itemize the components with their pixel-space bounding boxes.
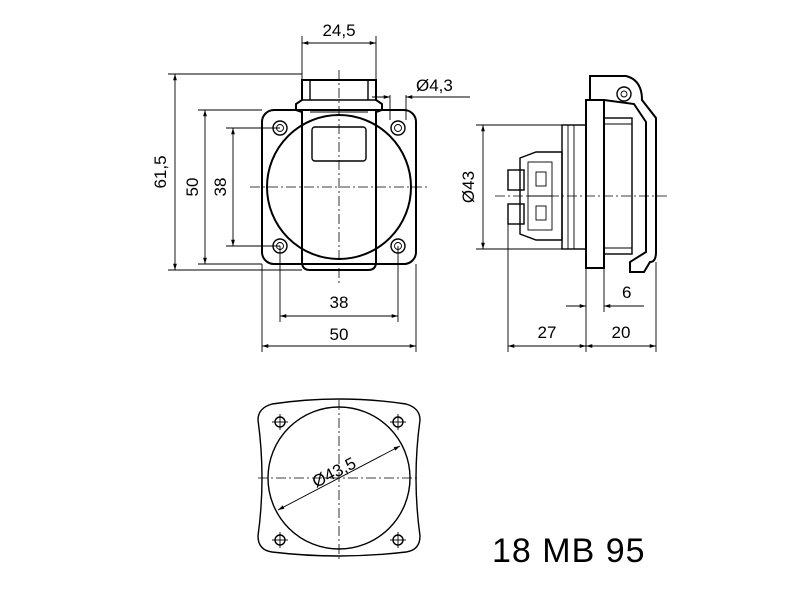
- dim-hole-spacing-vertical: 38: [211, 178, 230, 197]
- dim-flange-thickness: 6: [622, 283, 631, 302]
- cutout-outline: [257, 398, 421, 557]
- dim-hole-diameter: Ø4,3: [416, 76, 453, 95]
- dim-plate-height: 50: [183, 178, 202, 197]
- side-flange: [585, 99, 605, 269]
- side-view: Ø43 6 27 20: [459, 75, 668, 352]
- dim-plate-width: 50: [330, 325, 349, 344]
- dim-front-depth: 20: [612, 323, 631, 342]
- dim-rear-depth: 27: [538, 323, 557, 342]
- model-code: 18 MB 95: [492, 532, 646, 570]
- hinge-circle: [616, 86, 632, 102]
- dim-side-diameter: Ø43: [459, 171, 478, 203]
- front-view: 24,5 Ø4,3 61,5 50 38 38 50: [151, 21, 470, 352]
- dim-cutout-diameter: Ø43,5: [309, 454, 359, 492]
- dim-hole-spacing-horizontal: 38: [330, 293, 349, 312]
- cutout-view: Ø43,5: [257, 398, 421, 560]
- terminal-block: [519, 151, 563, 241]
- socket-lid: [295, 79, 383, 271]
- side-lid: [589, 75, 657, 273]
- dim-overall-height: 61,5: [151, 155, 170, 188]
- dim-front-top-width: 24,5: [322, 21, 355, 40]
- cutout-holes: [272, 414, 406, 548]
- mounting-holes: [272, 120, 406, 254]
